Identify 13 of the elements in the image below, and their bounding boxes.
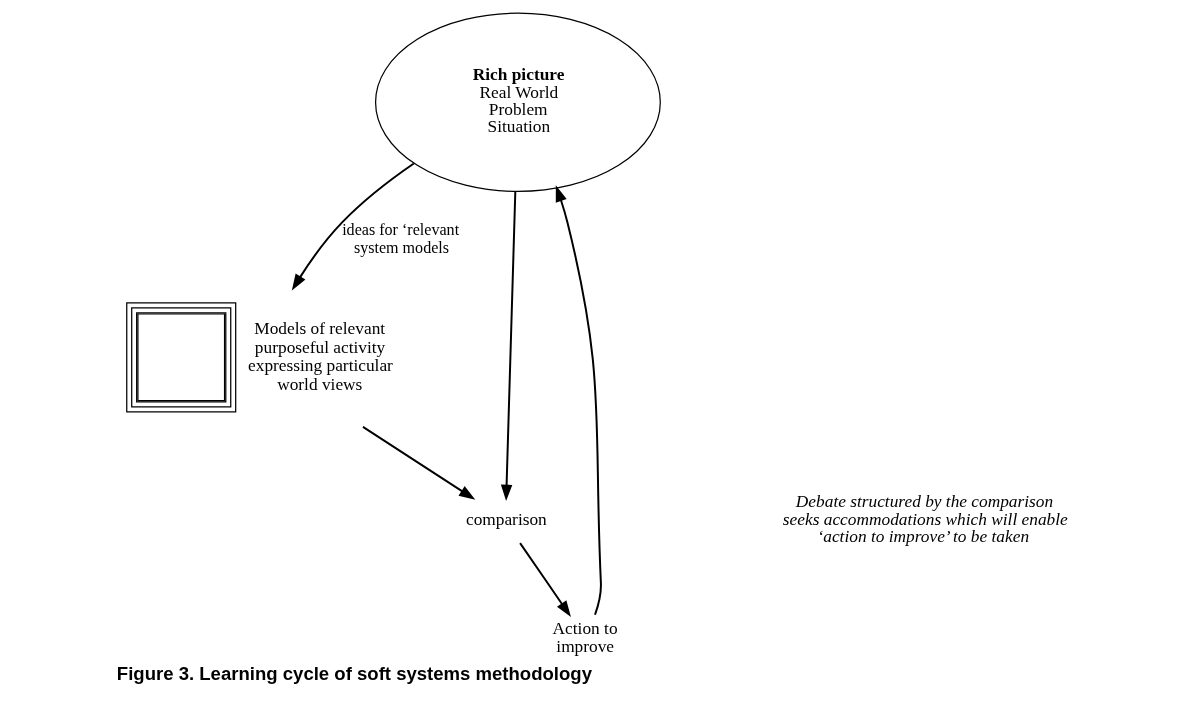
arrow xyxy=(500,190,517,502)
label: Debate structured by the comparison seeks accommodations which will enable ‘action to improve’ to be taken xyxy=(782,492,1068,547)
node-text: Action to improve xyxy=(552,618,618,657)
node-box xyxy=(126,302,237,413)
node-text: comparison xyxy=(465,510,547,530)
node-ellipse: Rich picture Real World Problem Situation xyxy=(374,12,661,193)
arrow xyxy=(362,425,476,500)
edge-label: ideas for ‘relevant system models xyxy=(342,221,460,256)
arrow xyxy=(555,185,602,616)
node-label: Models of relevant purposeful activity expressing particular world views xyxy=(248,319,393,394)
arrow xyxy=(291,162,415,291)
caption: Figure 3. Learning cycle of soft systems methodology xyxy=(116,663,592,685)
arrow xyxy=(519,542,571,617)
